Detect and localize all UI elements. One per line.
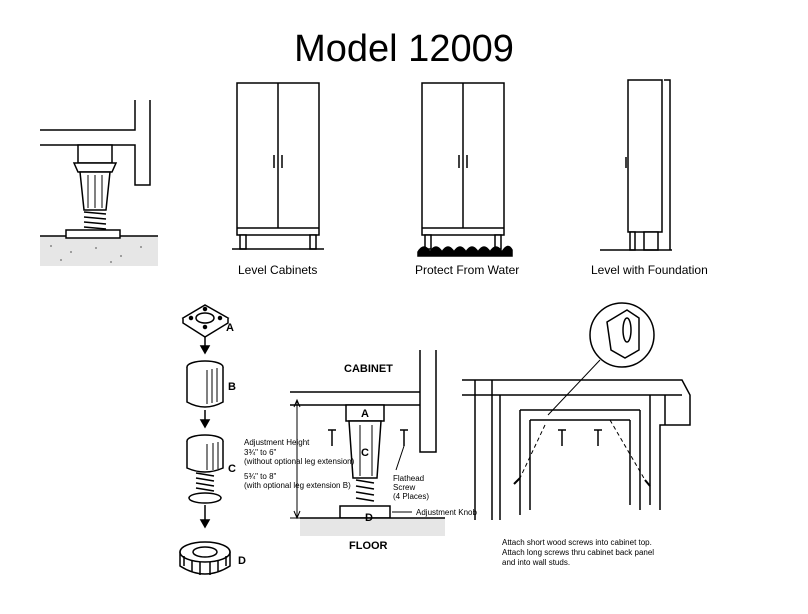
adjustment-range-2: 5¾" to 8" <box>244 472 277 481</box>
instructions-line-2: Attach long screws thru cabinet back pan… <box>502 548 655 557</box>
caption-level-cabinets: Level Cabinets <box>238 263 318 277</box>
wall-mount-illustration <box>462 302 691 520</box>
cabinet-foundation-illustration <box>600 79 672 251</box>
leg-cross-section <box>290 350 445 536</box>
cabinet-level-illustration <box>232 82 324 250</box>
exploded-leg-parts <box>179 304 231 575</box>
section-label-d: D <box>365 512 373 524</box>
cabinet-label: CABINET <box>344 363 393 375</box>
instructions-line-1: Attach short wood screws into cabinet to… <box>502 538 652 547</box>
part-label-b: B <box>228 381 236 393</box>
page-title: Model 12009 <box>294 28 514 70</box>
part-label-c: C <box>228 463 236 475</box>
adjustment-note-2: (with optional leg extension B) <box>244 481 351 490</box>
adjustment-note-1: (without optional leg extension) <box>244 457 355 466</box>
part-label-a: A <box>226 322 234 334</box>
caption-protect-from-water: Protect From Water <box>415 263 520 277</box>
instructions-line-3: and into wall studs. <box>502 558 571 567</box>
leg-closeup-illustration <box>40 100 158 266</box>
adjustment-knob-label: Adjustment Knob <box>416 508 477 517</box>
adjustment-range-1: 3¾" to 6" <box>244 448 277 457</box>
part-label-d: D <box>238 555 246 567</box>
caption-level-with-foundation: Level with Foundation <box>591 263 708 277</box>
flathead-label-3: (4 Places) <box>393 492 430 501</box>
adjustment-height-title: Adjustment Height <box>244 438 310 447</box>
floor-label: FLOOR <box>349 540 388 552</box>
section-label-a: A <box>361 408 369 420</box>
section-label-c: C <box>361 447 369 459</box>
cabinet-water-illustration <box>417 82 513 257</box>
flathead-label-2: Screw <box>393 483 416 492</box>
flathead-label-1: Flathead <box>393 474 425 483</box>
